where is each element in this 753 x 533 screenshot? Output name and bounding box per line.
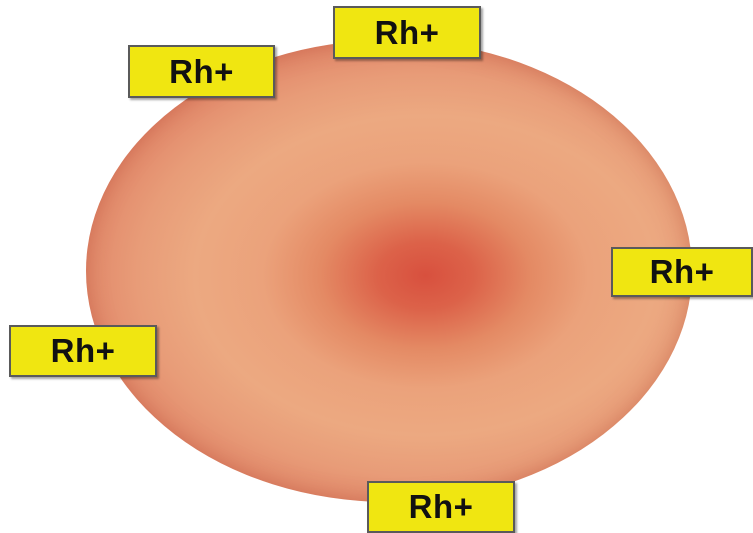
rh-antigen-label-right: Rh+: [611, 247, 753, 297]
rh-antigen-label-bottom: Rh+: [367, 481, 515, 533]
rh-antigen-text: Rh+: [375, 14, 440, 52]
rh-antigen-text: Rh+: [51, 332, 116, 370]
rh-antigen-label-top: Rh+: [333, 6, 481, 59]
rh-antigen-label-upper-left: Rh+: [128, 45, 275, 98]
red-blood-cell: [86, 40, 692, 502]
rh-antigen-text: Rh+: [169, 53, 234, 91]
rh-antigen-text: Rh+: [650, 253, 715, 291]
rh-antigen-label-left: Rh+: [9, 325, 157, 377]
rh-antigen-text: Rh+: [409, 488, 474, 526]
